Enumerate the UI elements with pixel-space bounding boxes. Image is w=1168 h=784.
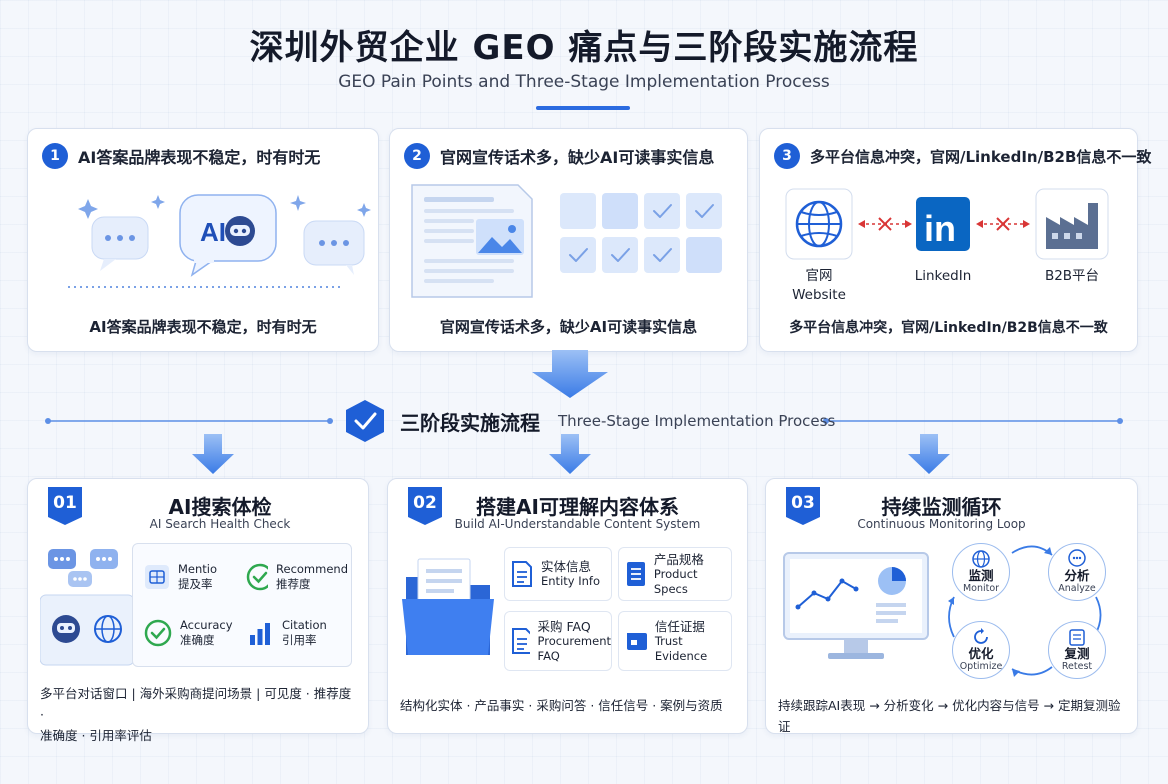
linkedin-logo-icon <box>916 197 970 251</box>
stage-subtitle-3: Continuous Monitoring Loop <box>857 517 1026 531</box>
stage-number-3: 03 <box>791 493 815 513</box>
ai-bot-bubble-icon <box>179 194 277 277</box>
pain-number-2: 2 <box>404 143 430 169</box>
page-title: 深圳外贸企业 GEO 痛点与三阶段实施流程 <box>249 28 919 68</box>
folder-icon <box>402 558 494 655</box>
check-circle-icon <box>144 619 172 647</box>
title-underline <box>536 106 630 110</box>
pain-heading-2: 2 官网宣传话术多，缺少AI可读事实信息 <box>404 143 714 169</box>
linkedin-logo-text: in <box>924 208 956 249</box>
page-subtitle: GEO Pain Points and Three-Stage Implemen… <box>338 72 830 92</box>
refresh-icon <box>974 628 988 644</box>
stage-subtitle-2: Build AI-Understandable Content System <box>454 517 701 531</box>
chat-bubbles-icon <box>48 549 118 587</box>
website-globe-icon <box>785 188 853 260</box>
sparkle-icon <box>78 195 371 219</box>
chat-bubble-icon-left <box>91 216 149 271</box>
process-title: 三阶段实施流程 <box>400 411 540 435</box>
stage-badge-icon-3 <box>786 487 820 525</box>
document-checklist-illustration <box>411 184 722 298</box>
bar-chart-icon <box>250 623 270 645</box>
loop-node-analyze: 分析 Analyze <box>1048 543 1106 601</box>
document-icon <box>411 184 533 298</box>
monitor-dashboard-icon <box>783 552 929 659</box>
platform-conflict-illustration: in <box>785 188 1109 260</box>
loop-arrows <box>948 545 1102 677</box>
process-subtitle: Three-Stage Implementation Process <box>558 412 836 430</box>
stage-footer-2: 结构化实体 · 产品事实 · 采购问答 · 信任信号 · 案例与资质 <box>400 698 723 713</box>
ai-logo-text: AI <box>200 217 226 247</box>
stage-badge-icon-1 <box>48 487 82 525</box>
stage-title-2: 搭建AI可理解内容体系 <box>476 495 679 519</box>
health-check-illustration <box>40 549 135 666</box>
stage-card-3: 03 持续监测循环 Continuous Monitoring Loop 监 <box>765 478 1138 734</box>
pain-caption-1: AI答案品牌表现不稳定，时有时无 <box>89 318 317 336</box>
pain-caption-3: 多平台信息冲突，官网/LinkedIn/B2B信息不一致 <box>789 320 1108 336</box>
pain-heading-1: 1 AI答案品牌表现不稳定，时有时无 <box>42 143 320 169</box>
document-icon <box>512 561 532 587</box>
trust-folder-icon <box>627 633 647 650</box>
platform-label-b2b: B2B平台 <box>1044 268 1100 284</box>
pain-number-1: 1 <box>42 143 68 169</box>
stage-number-1: 01 <box>53 493 77 513</box>
stage-card-2: 02 搭建AI可理解内容体系 Build AI-Understandable C… <box>387 478 748 734</box>
conflict-arrow-icon-right <box>976 217 1030 231</box>
conflict-arrow-icon-left <box>858 217 912 231</box>
platform-label-linkedin: LinkedIn <box>914 268 972 284</box>
b2b-factory-icon <box>1035 188 1109 260</box>
pain-title-1: AI答案品牌表现不稳定，时有时无 <box>78 148 321 167</box>
pain-title-2: 官网宣传话术多，缺少AI可读事实信息 <box>440 148 715 167</box>
stage-footer-1: 多平台对话窗口 | 海外采购商提问场景 | 可见度 · 推荐度 · 准确度 · … <box>40 686 352 743</box>
loop-node-optimize: 优化 Optimize <box>952 621 1010 679</box>
stage-title-3: 持续监测循环 <box>881 495 1002 519</box>
chat-bubble-icon-right <box>303 220 365 275</box>
platform-label-website: 官网 Website <box>792 268 846 303</box>
globe-icon <box>972 550 990 568</box>
checkbox-grid-icon <box>560 193 722 273</box>
document-icon <box>512 628 530 654</box>
browser-window-icon <box>40 594 135 666</box>
specs-list-icon <box>627 562 645 586</box>
stage-title-1: AI搜索体检 <box>168 495 272 519</box>
loop-node-monitor: 监测 Monitor <box>952 543 1010 601</box>
stage-subtitle-1: AI Search Health Check <box>149 517 291 531</box>
pain-card-1: 1 AI答案品牌表现不稳定，时有时无 AI AI <box>27 128 379 352</box>
pain-number-3: 3 <box>774 143 800 169</box>
stage-footer-3: 持续跟踪AI表现 → 分析变化 → 优化内容与信号 → 定期复测验证 <box>778 698 1121 734</box>
pain-card-3: 3 多平台信息冲突，官网/LinkedIn/B2B信息不一致 in <box>759 128 1151 352</box>
chat-analyze-icon <box>1068 549 1086 567</box>
stage-number-2: 02 <box>413 493 437 513</box>
ai-chat-illustration: AI <box>68 194 371 288</box>
pain-card-2: 2 官网宣传话术多，缺少AI可读事实信息 <box>389 128 748 352</box>
clipboard-icon <box>1069 629 1085 646</box>
stage-badge-icon-2 <box>408 487 442 525</box>
check-circle-icon <box>246 563 269 591</box>
loop-node-retest: 复测 Retest <box>1048 621 1106 679</box>
pain-title-3: 多平台信息冲突，官网/LinkedIn/B2B信息不一致 <box>810 147 1152 166</box>
mention-icon <box>145 565 169 589</box>
metrics-panel <box>132 543 352 667</box>
pain-heading-3: 3 多平台信息冲突，官网/LinkedIn/B2B信息不一致 <box>774 143 1151 169</box>
pain-caption-2: 官网宣传话术多，缺少AI可读事实信息 <box>439 318 698 336</box>
